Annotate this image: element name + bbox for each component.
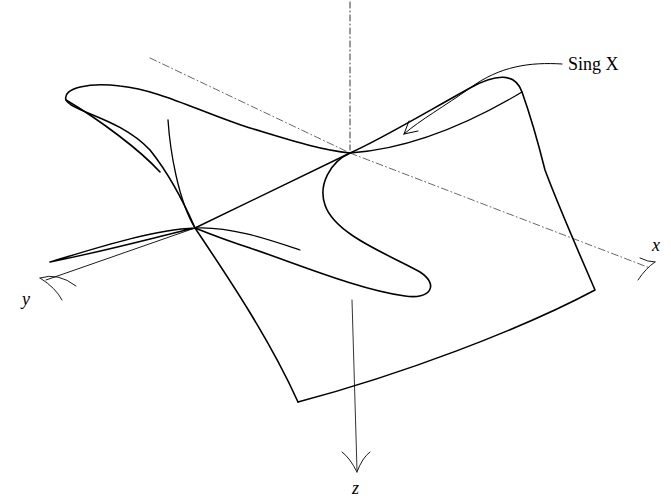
axis-label: x bbox=[652, 236, 660, 254]
axis-label: z bbox=[352, 479, 359, 497]
x-axis bbox=[350, 153, 650, 268]
upper-lobe bbox=[66, 85, 350, 228]
z-arrow bbox=[342, 452, 370, 472]
y-axis bbox=[46, 228, 195, 280]
back-edge bbox=[168, 120, 195, 228]
y-arrow bbox=[40, 276, 76, 300]
callout-label: Sing X bbox=[568, 55, 619, 73]
x-axis-back bbox=[150, 58, 350, 153]
singular-line bbox=[195, 153, 350, 228]
right-sheet-top bbox=[350, 92, 522, 153]
front-edge bbox=[195, 228, 298, 402]
leader-line bbox=[404, 64, 562, 134]
inner-fold bbox=[195, 228, 300, 250]
lower-lobe bbox=[195, 153, 431, 297]
axis-label: y bbox=[22, 290, 30, 308]
right-sheet bbox=[298, 77, 595, 402]
z-axis-back bbox=[350, 2, 351, 150]
left-flap bbox=[50, 228, 195, 262]
leader-arrow bbox=[404, 121, 418, 134]
lobe-fold bbox=[66, 100, 160, 172]
x-arrow bbox=[638, 258, 655, 280]
